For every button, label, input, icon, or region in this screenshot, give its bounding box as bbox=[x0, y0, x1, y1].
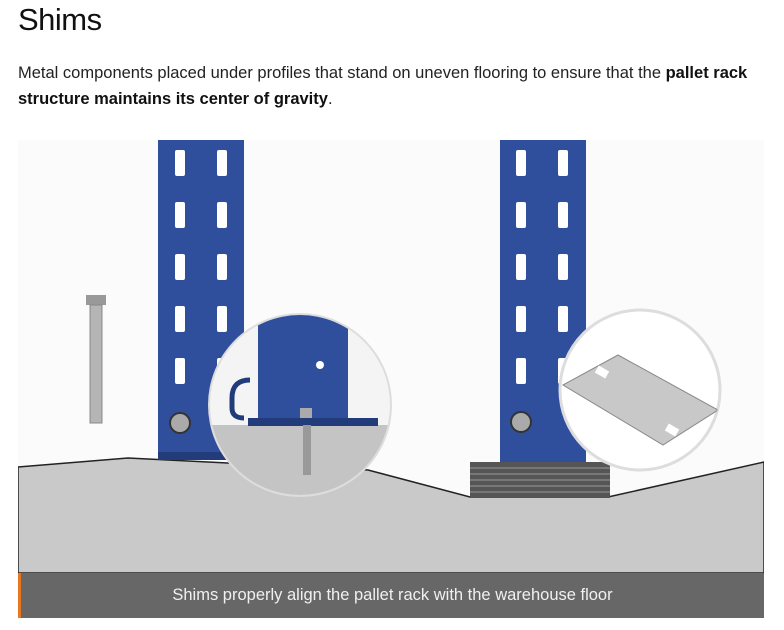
figure-caption: Shims properly align the pallet rack wit… bbox=[18, 573, 764, 618]
description: Metal components placed under profiles t… bbox=[18, 60, 768, 112]
description-end: . bbox=[327, 90, 333, 108]
page-title: Shims bbox=[18, 2, 102, 37]
description-bold: pallet rack structure maintains its cent… bbox=[18, 64, 748, 108]
shim-stack bbox=[470, 462, 610, 498]
illustration-svg bbox=[18, 140, 764, 573]
base-plate-detail bbox=[208, 313, 392, 497]
description-text: Metal components placed under profiles t… bbox=[18, 64, 666, 82]
shims-illustration: Shims properly align the pallet rack wit… bbox=[18, 140, 764, 618]
anchor-bolt bbox=[86, 295, 106, 424]
shim-plate-detail bbox=[558, 308, 722, 472]
left-upright bbox=[158, 140, 256, 460]
